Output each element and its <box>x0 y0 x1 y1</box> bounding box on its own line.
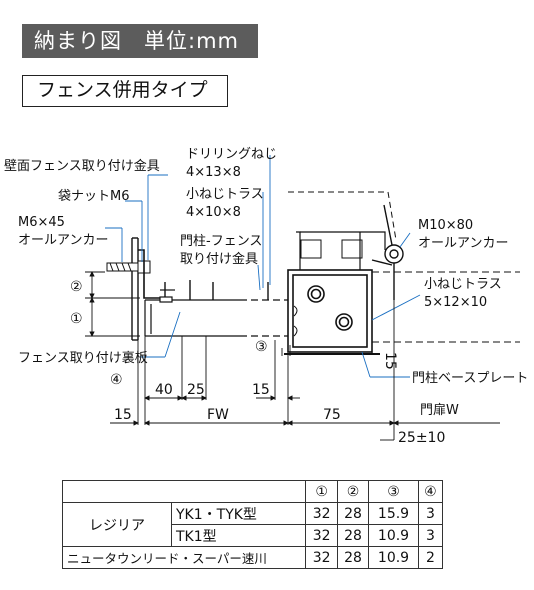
table-value-cell: 28 <box>336 524 370 547</box>
dim-15-left: 15 <box>114 407 132 423</box>
dimension-lines <box>85 271 500 441</box>
table-header-cell: ③ <box>368 480 419 503</box>
dim-circle-3: ③ <box>255 339 268 355</box>
table-value-cell: 28 <box>336 546 370 569</box>
table-value-cell: 3 <box>417 524 444 547</box>
label-fence-back-plate: フェンス取り付け裏板 <box>18 351 148 366</box>
label-gate-w: 門扉W <box>420 402 459 418</box>
label-small-screw-size: 4×10×8 <box>186 205 241 220</box>
table-value-cell: 28 <box>336 502 370 525</box>
label-bag-nut: 袋ナットM6 <box>58 189 130 204</box>
label-post-fence-bracket-1: 門柱-フェンス <box>180 234 262 249</box>
dim-fw: FW <box>207 407 229 423</box>
label-anchor-m10-size: M10×80 <box>418 218 473 233</box>
label-small-screw-b-name: 小ねじトラス <box>424 277 502 292</box>
table-value-cell: 32 <box>305 524 338 547</box>
table-header-cell: ② <box>336 480 370 503</box>
table-value-cell: 32 <box>305 502 338 525</box>
table-value-cell: 15.9 <box>368 502 419 525</box>
label-drill-screw-name: ドリリングねじ <box>186 147 277 162</box>
dim-circle-4: ④ <box>110 372 123 388</box>
wall-bracket <box>138 249 170 299</box>
table-value-cell: 3 <box>417 502 444 525</box>
table-header-cell: ① <box>305 480 338 503</box>
table-header-cell: ④ <box>417 480 444 503</box>
gate-door-lines <box>372 271 520 343</box>
table-model-cell: ニュータウンリード・スーパー速川 <box>61 546 307 569</box>
label-base-plate: 門柱ベースプレート <box>412 371 528 386</box>
label-drill-screw-size: 4×13×8 <box>186 165 241 180</box>
dim-circle-2: ② <box>70 279 83 295</box>
table-header-row: ① ② ③ ④ <box>61 480 444 503</box>
dim-15-right: 15 <box>252 382 270 398</box>
table-model-cell: YK1・TYK型 <box>170 502 307 525</box>
dim-25: 25 <box>187 382 205 398</box>
table-value-cell: 2 <box>417 546 444 569</box>
dim-75: 75 <box>323 407 341 423</box>
label-small-screw-b-size: 5×12×10 <box>424 295 487 310</box>
label-small-screw-name: 小ねじトラス <box>186 187 264 202</box>
wall <box>131 237 139 341</box>
dim-25-pm-10: 25±10 <box>398 430 445 446</box>
table-row: ニュータウンリード・スーパー速川 32 28 10.9 2 <box>61 546 444 569</box>
gate-hinge <box>371 204 404 300</box>
gate-post <box>284 191 397 355</box>
label-wall-fence-bracket: 壁面フェンス取り付け金具 <box>4 158 160 174</box>
fence-rail <box>144 280 290 337</box>
label-anchor-m6-name: オールアンカー <box>18 233 108 248</box>
leader-lines <box>105 155 421 378</box>
table-model-cell: TK1型 <box>170 524 307 547</box>
label-post-fence-bracket-2: 取り付け金具 <box>180 251 258 267</box>
table-value-cell: 10.9 <box>368 524 419 547</box>
page-title: 納まり図 単位:mm <box>22 24 258 58</box>
installation-drawing: 壁面フェンス取り付け金具 袋ナットM6 M6×45 オールアンカー ドリリングね… <box>4 147 528 446</box>
dim-40: 40 <box>155 382 173 398</box>
table-value-cell: 10.9 <box>368 546 419 569</box>
table-value-cell: 32 <box>305 546 338 569</box>
dim-15-post: 15 <box>382 352 398 370</box>
section-title: フェンス併用タイプ <box>22 75 228 107</box>
table-header-blank <box>61 480 307 503</box>
table-series-cell: レジリア <box>62 502 172 547</box>
spec-table: ① ② ③ ④ レジリア YK1・TYK型 32 28 15.9 3 TK1型 … <box>61 480 444 569</box>
label-anchor-m10-name: オールアンカー <box>418 236 508 251</box>
dim-circle-1: ① <box>70 311 83 327</box>
table-row: レジリア YK1・TYK型 32 28 15.9 3 <box>62 502 444 547</box>
label-anchor-m6-size: M6×45 <box>18 215 65 230</box>
